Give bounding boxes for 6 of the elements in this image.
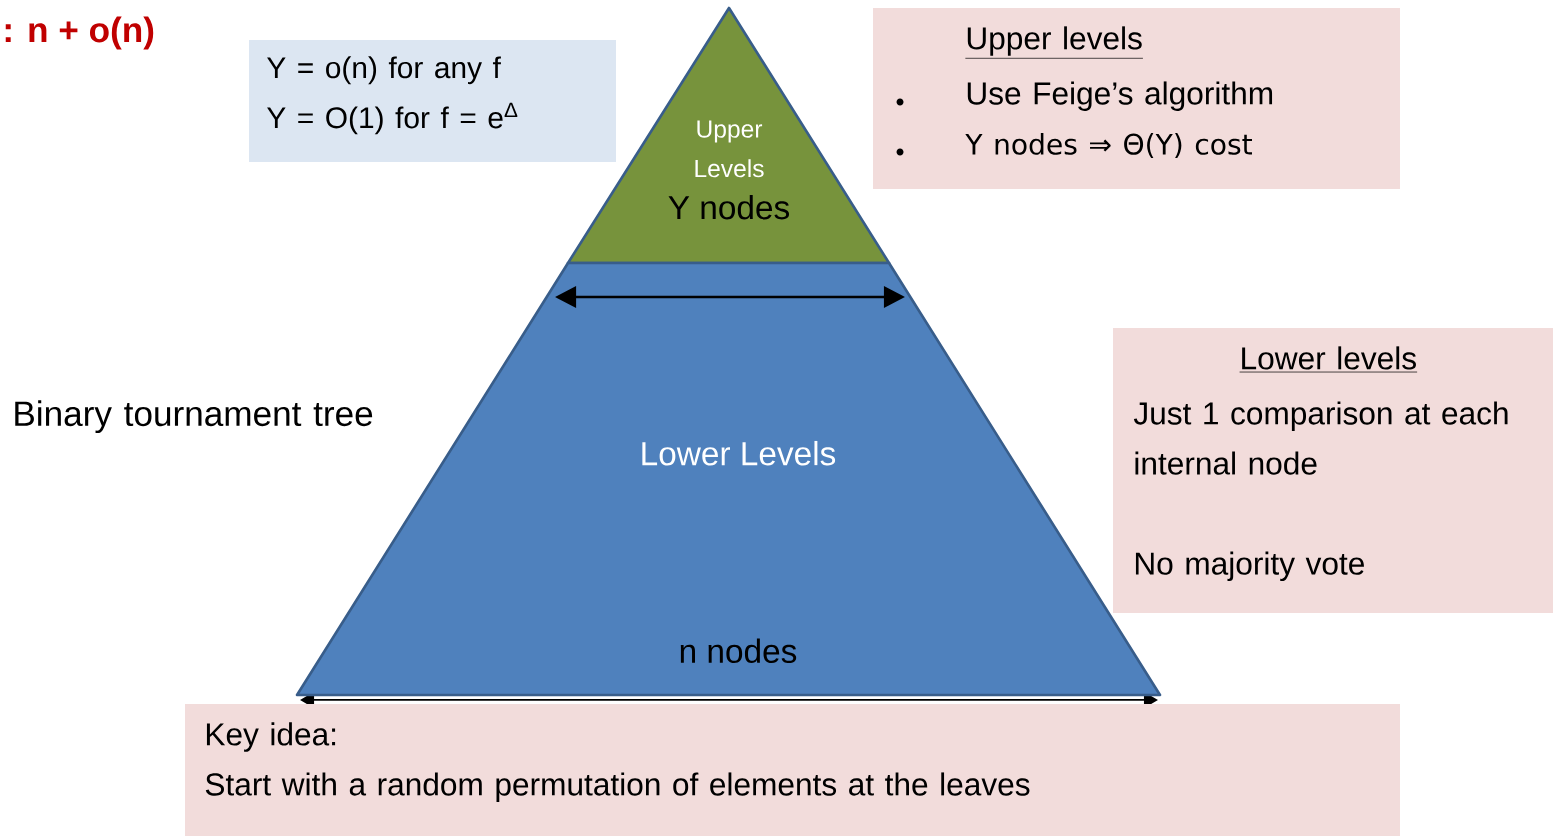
note-box: Key idea: Start with a random permutation of elements at the leaves — [185, 704, 1400, 836]
note-box: Y = o(n) for any f Y = O(1) for f = e$^{Δ}$ — [249, 40, 616, 162]
note-box: Lower levels Just 1 comparison at each internal node No majority vote — [1113, 328, 1553, 613]
upper-triangle: Upper Levels Y nodes — [566, 6, 891, 265]
note-box: Upper levels Use Feige’s algorithm Y nodes ⇒ Θ(Y) cost — [873, 8, 1400, 189]
title: : n + o(n) — [5, 16, 154, 50]
